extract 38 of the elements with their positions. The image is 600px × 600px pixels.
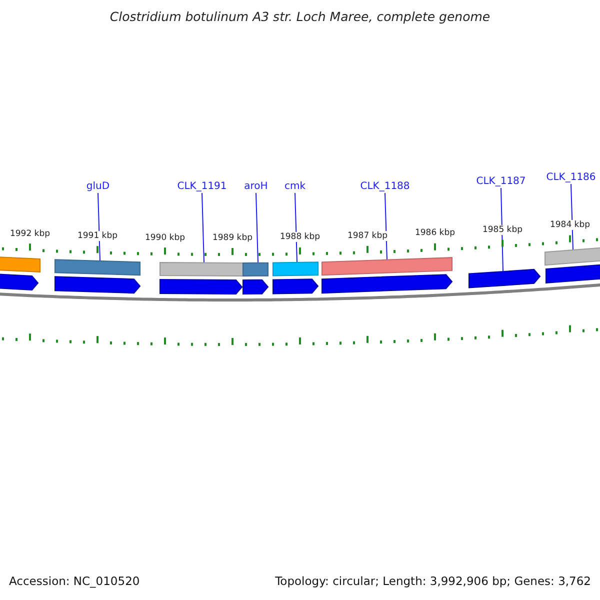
gene-feature [54, 276, 141, 294]
scale-label: 1989 kbp [212, 232, 253, 243]
scale-label: 1992 kbp [10, 228, 50, 239]
gene-label: gluD [86, 181, 110, 193]
gene-feature [272, 278, 319, 294]
scale-label: 1987 kbp [347, 230, 388, 241]
scale-label: 1986 kbp [414, 228, 456, 238]
scale-label: 1990 kbp [144, 232, 186, 243]
accession-note: Accession: NC_010520 [9, 574, 140, 588]
gene-feature [242, 279, 269, 294]
gene-bar [0, 256, 40, 273]
leader-line [500, 188, 504, 272]
gene-feature [322, 274, 453, 294]
gene-feature [546, 264, 600, 284]
scale-label: 1991 kbp [77, 231, 118, 242]
gene-label: CLK_1186 [546, 172, 596, 184]
leader-line [256, 192, 258, 263]
scale-label: 1988 kbp [280, 232, 320, 242]
gene-bar [544, 247, 600, 266]
leader-line [294, 192, 298, 262]
leader-line [202, 192, 204, 263]
gene-bar [54, 259, 140, 276]
scale-label: 1984 kbp [550, 220, 590, 230]
title: Clostridium botulinum A3 str. Loch Maree, complete genome [108, 9, 492, 24]
gene-feature [0, 273, 39, 290]
gene-label: CLK_1187 [476, 176, 526, 188]
scale-label: 1985 kbp [482, 224, 523, 235]
gene-label: CLK_1191 [177, 181, 227, 193]
gene-bar [272, 262, 318, 276]
genome-summary: Topology: circular; Length: 3,992,906 bp; Genes: 3,762 [275, 574, 591, 588]
gene-bar [242, 262, 268, 276]
leader-line [570, 184, 574, 250]
gene-bar [322, 257, 452, 276]
gene-label: CLK_1188 [360, 181, 410, 193]
gene-label: cmk [284, 181, 306, 193]
gene-label: aroH [244, 181, 268, 193]
gene-bar [160, 262, 244, 276]
gene-feature [468, 268, 541, 288]
